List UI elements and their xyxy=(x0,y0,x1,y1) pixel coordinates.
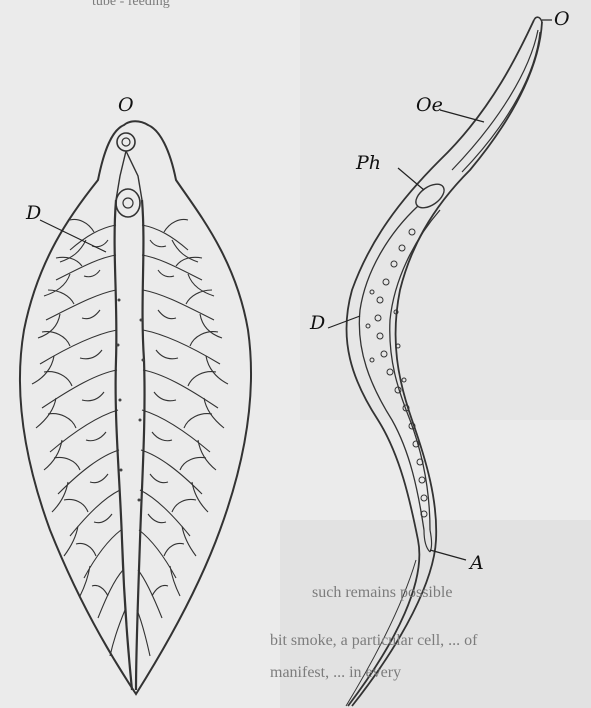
label-fluke-intestine: D xyxy=(26,202,41,224)
label-fluke-mouth: O xyxy=(118,94,134,116)
bleed-bottom-line-1: such remains possible xyxy=(312,584,452,602)
bleed-bottom-line-2: bit smoke, a particular cell, ... of xyxy=(270,632,477,650)
label-worm-oesophagus: Oe xyxy=(416,94,443,116)
label-worm-mouth: O xyxy=(554,8,570,30)
bleed-bottom-line-3: manifest, ... in every xyxy=(270,664,401,682)
label-worm-intestine: D xyxy=(310,312,325,334)
bleed-top-caption: tube - feeding xyxy=(92,0,170,10)
label-worm-pharynx: Ph xyxy=(356,152,381,174)
label-worm-anus: A xyxy=(470,552,484,574)
